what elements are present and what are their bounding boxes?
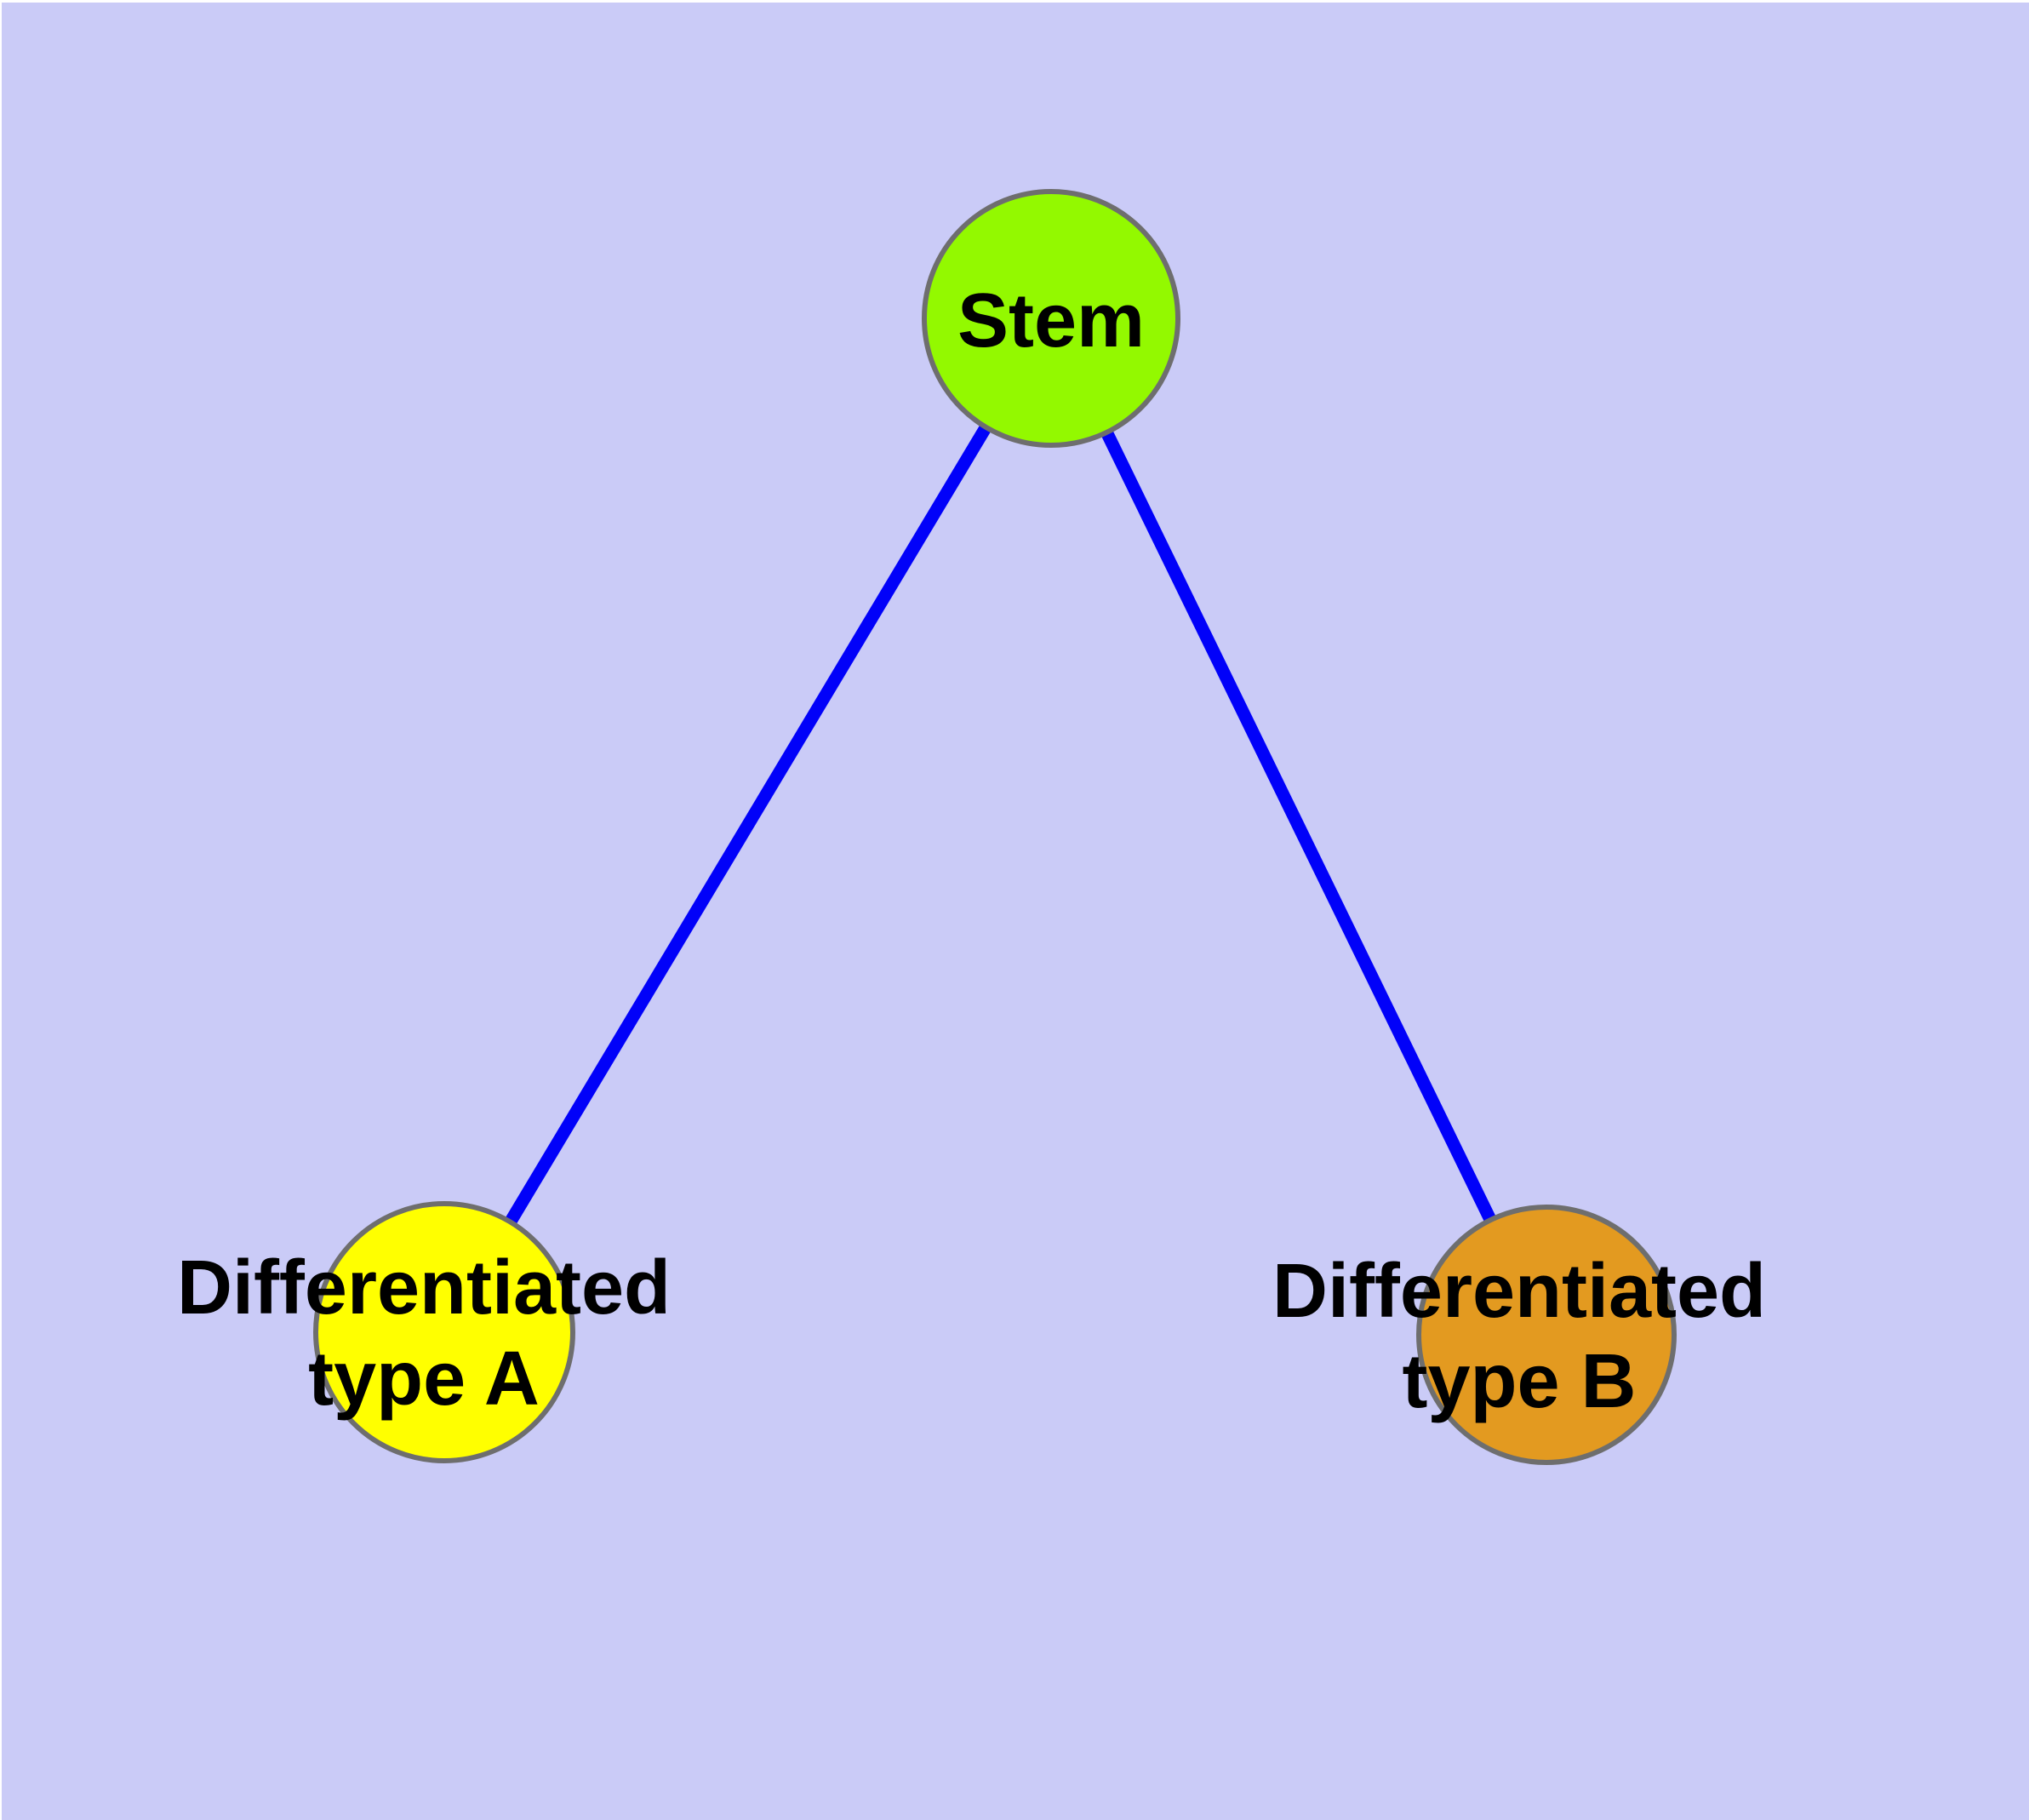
node-stem-circle — [922, 189, 1180, 448]
node-type-b-label-line1: Differentiated — [1272, 1249, 1766, 1334]
node-type-b-circle — [1416, 1205, 1677, 1465]
node-type-a-label-line1: Differentiated — [177, 1245, 671, 1331]
node-type-b-label-line2: type B — [1402, 1339, 1636, 1424]
node-type-a-circle — [313, 1201, 575, 1463]
edge-stem-to-type-b — [1045, 315, 1552, 1338]
node-stem-label: Stem — [957, 278, 1145, 363]
edge-stem-to-type-a — [438, 315, 1057, 1336]
node-type-a-label-line2: type A — [308, 1336, 540, 1422]
